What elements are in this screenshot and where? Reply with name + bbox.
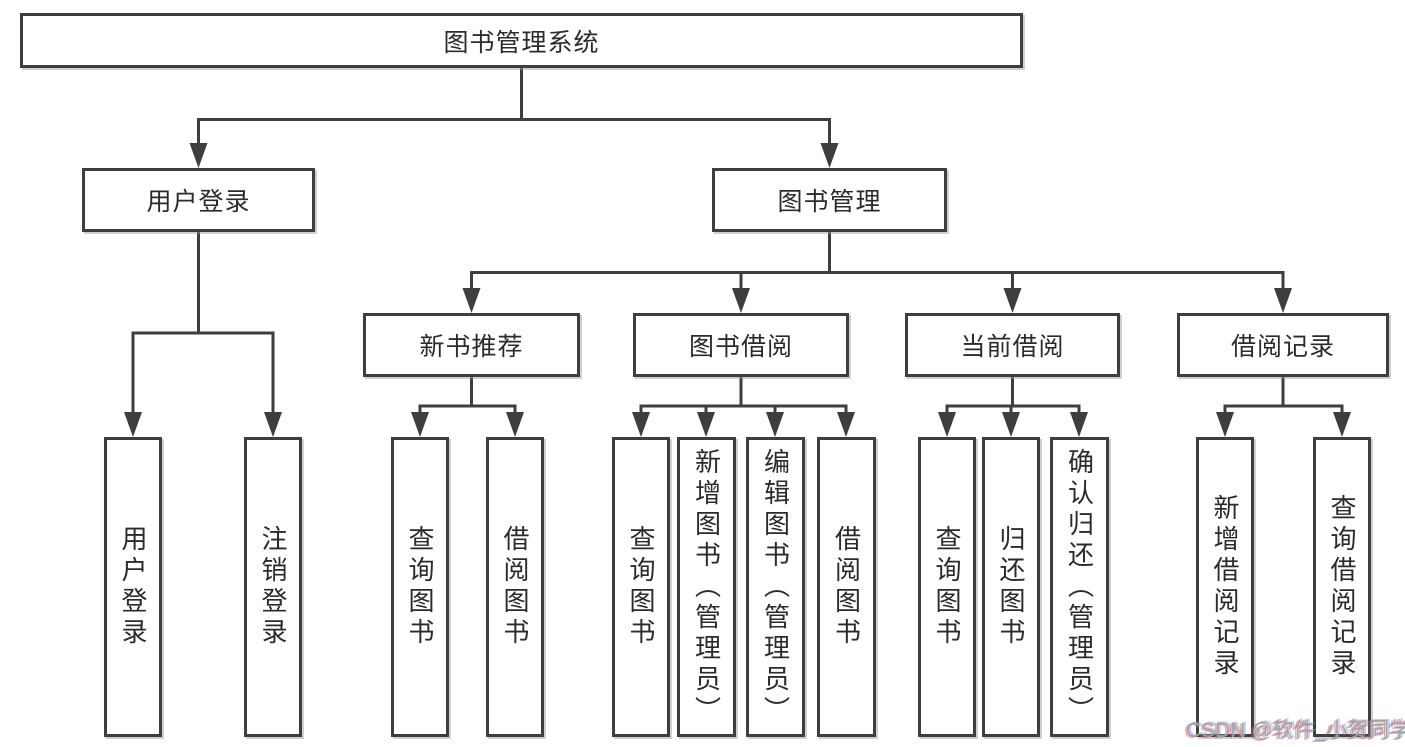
- leaf-add-borrow-record: 新增借阅记录: [1196, 437, 1254, 737]
- node-root: 图书管理系统: [20, 13, 1023, 68]
- leaf-query-borrow-record-label: 查询借阅记录: [1327, 494, 1357, 680]
- node-book-management-label: 图书管理: [777, 188, 882, 216]
- arrow-down-icon: [1070, 412, 1088, 437]
- leaf-query-books-2-label: 查询图书: [626, 525, 656, 649]
- leaf-query-books-3-label: 查询图书: [932, 525, 962, 649]
- leaf-query-books-1: 查询图书: [391, 437, 449, 737]
- leaf-logout-label: 注销登录: [258, 525, 288, 649]
- node-borrow-records: 借阅记录: [1177, 313, 1389, 377]
- node-root-label: 图书管理系统: [443, 28, 600, 57]
- leaf-edit-books-admin: 编辑图书（管理员）: [746, 437, 805, 737]
- leaf-return-books: 归还图书: [982, 437, 1040, 737]
- leaf-borrow-books-2-label: 借阅图书: [831, 525, 862, 649]
- leaf-user-login: 用户登录: [104, 437, 162, 737]
- arrowheads: [124, 143, 1351, 437]
- leaf-logout: 注销登录: [244, 437, 302, 737]
- arrow-down-icon: [632, 412, 650, 437]
- arrow-down-icon: [837, 412, 855, 437]
- node-user-login: 用户登录: [82, 168, 315, 232]
- arrow-down-icon: [766, 412, 784, 437]
- arrow-down-icon: [506, 412, 524, 437]
- node-new-book-recommend: 新书推荐: [363, 313, 580, 377]
- leaf-add-borrow-record-label: 新增借阅记录: [1210, 494, 1240, 680]
- arrow-down-icon: [732, 288, 750, 313]
- arrow-down-icon: [124, 412, 142, 437]
- node-current-borrow-label: 当前借阅: [960, 333, 1065, 361]
- arrow-down-icon: [411, 412, 429, 437]
- arrow-down-icon: [264, 412, 282, 437]
- arrow-down-icon: [1002, 412, 1020, 437]
- arrow-down-icon: [820, 143, 839, 168]
- arrow-down-icon: [1333, 412, 1351, 437]
- arrow-down-icon: [189, 143, 208, 168]
- leaf-query-books-3: 查询图书: [918, 437, 976, 737]
- arrow-down-icon: [1274, 288, 1292, 313]
- arrow-down-icon: [1003, 288, 1022, 313]
- leaf-add-books-admin: 新增图书（管理员）: [677, 437, 736, 737]
- leaf-query-borrow-record: 查询借阅记录: [1313, 437, 1371, 737]
- leaf-user-login-label: 用户登录: [118, 525, 148, 649]
- arrow-down-icon: [462, 288, 481, 313]
- leaf-confirm-return-admin-label: 确认归还（管理员）: [1064, 447, 1095, 727]
- leaf-confirm-return-admin: 确认归还（管理员）: [1050, 437, 1109, 737]
- csdn-watermark: CSDN @软件_小贺同学: [1186, 719, 1405, 742]
- leaf-borrow-books-1: 借阅图书: [486, 437, 544, 737]
- arrow-down-icon: [1216, 412, 1234, 437]
- node-book-borrow: 图书借阅: [633, 313, 849, 377]
- node-user-login-label: 用户登录: [146, 188, 251, 216]
- arrow-down-icon: [938, 412, 956, 437]
- node-borrow-records-label: 借阅记录: [1230, 333, 1335, 361]
- arrow-down-icon: [697, 412, 715, 437]
- node-current-borrow: 当前借阅: [905, 313, 1120, 377]
- leaf-borrow-books-1-label: 借阅图书: [500, 525, 530, 649]
- leaf-add-books-admin-label: 新增图书（管理员）: [691, 447, 722, 727]
- leaf-query-books-1-label: 查询图书: [405, 525, 435, 649]
- node-book-borrow-label: 图书借阅: [688, 333, 793, 361]
- leaf-borrow-books-2: 借阅图书: [817, 437, 876, 737]
- node-new-book-recommend-label: 新书推荐: [419, 333, 524, 361]
- leaf-return-books-label: 归还图书: [996, 525, 1026, 649]
- leaf-query-books-2: 查询图书: [612, 437, 670, 737]
- node-book-management: 图书管理: [712, 168, 947, 232]
- leaf-edit-books-admin-label: 编辑图书（管理员）: [760, 447, 791, 727]
- connector-path: [131, 68, 1344, 417]
